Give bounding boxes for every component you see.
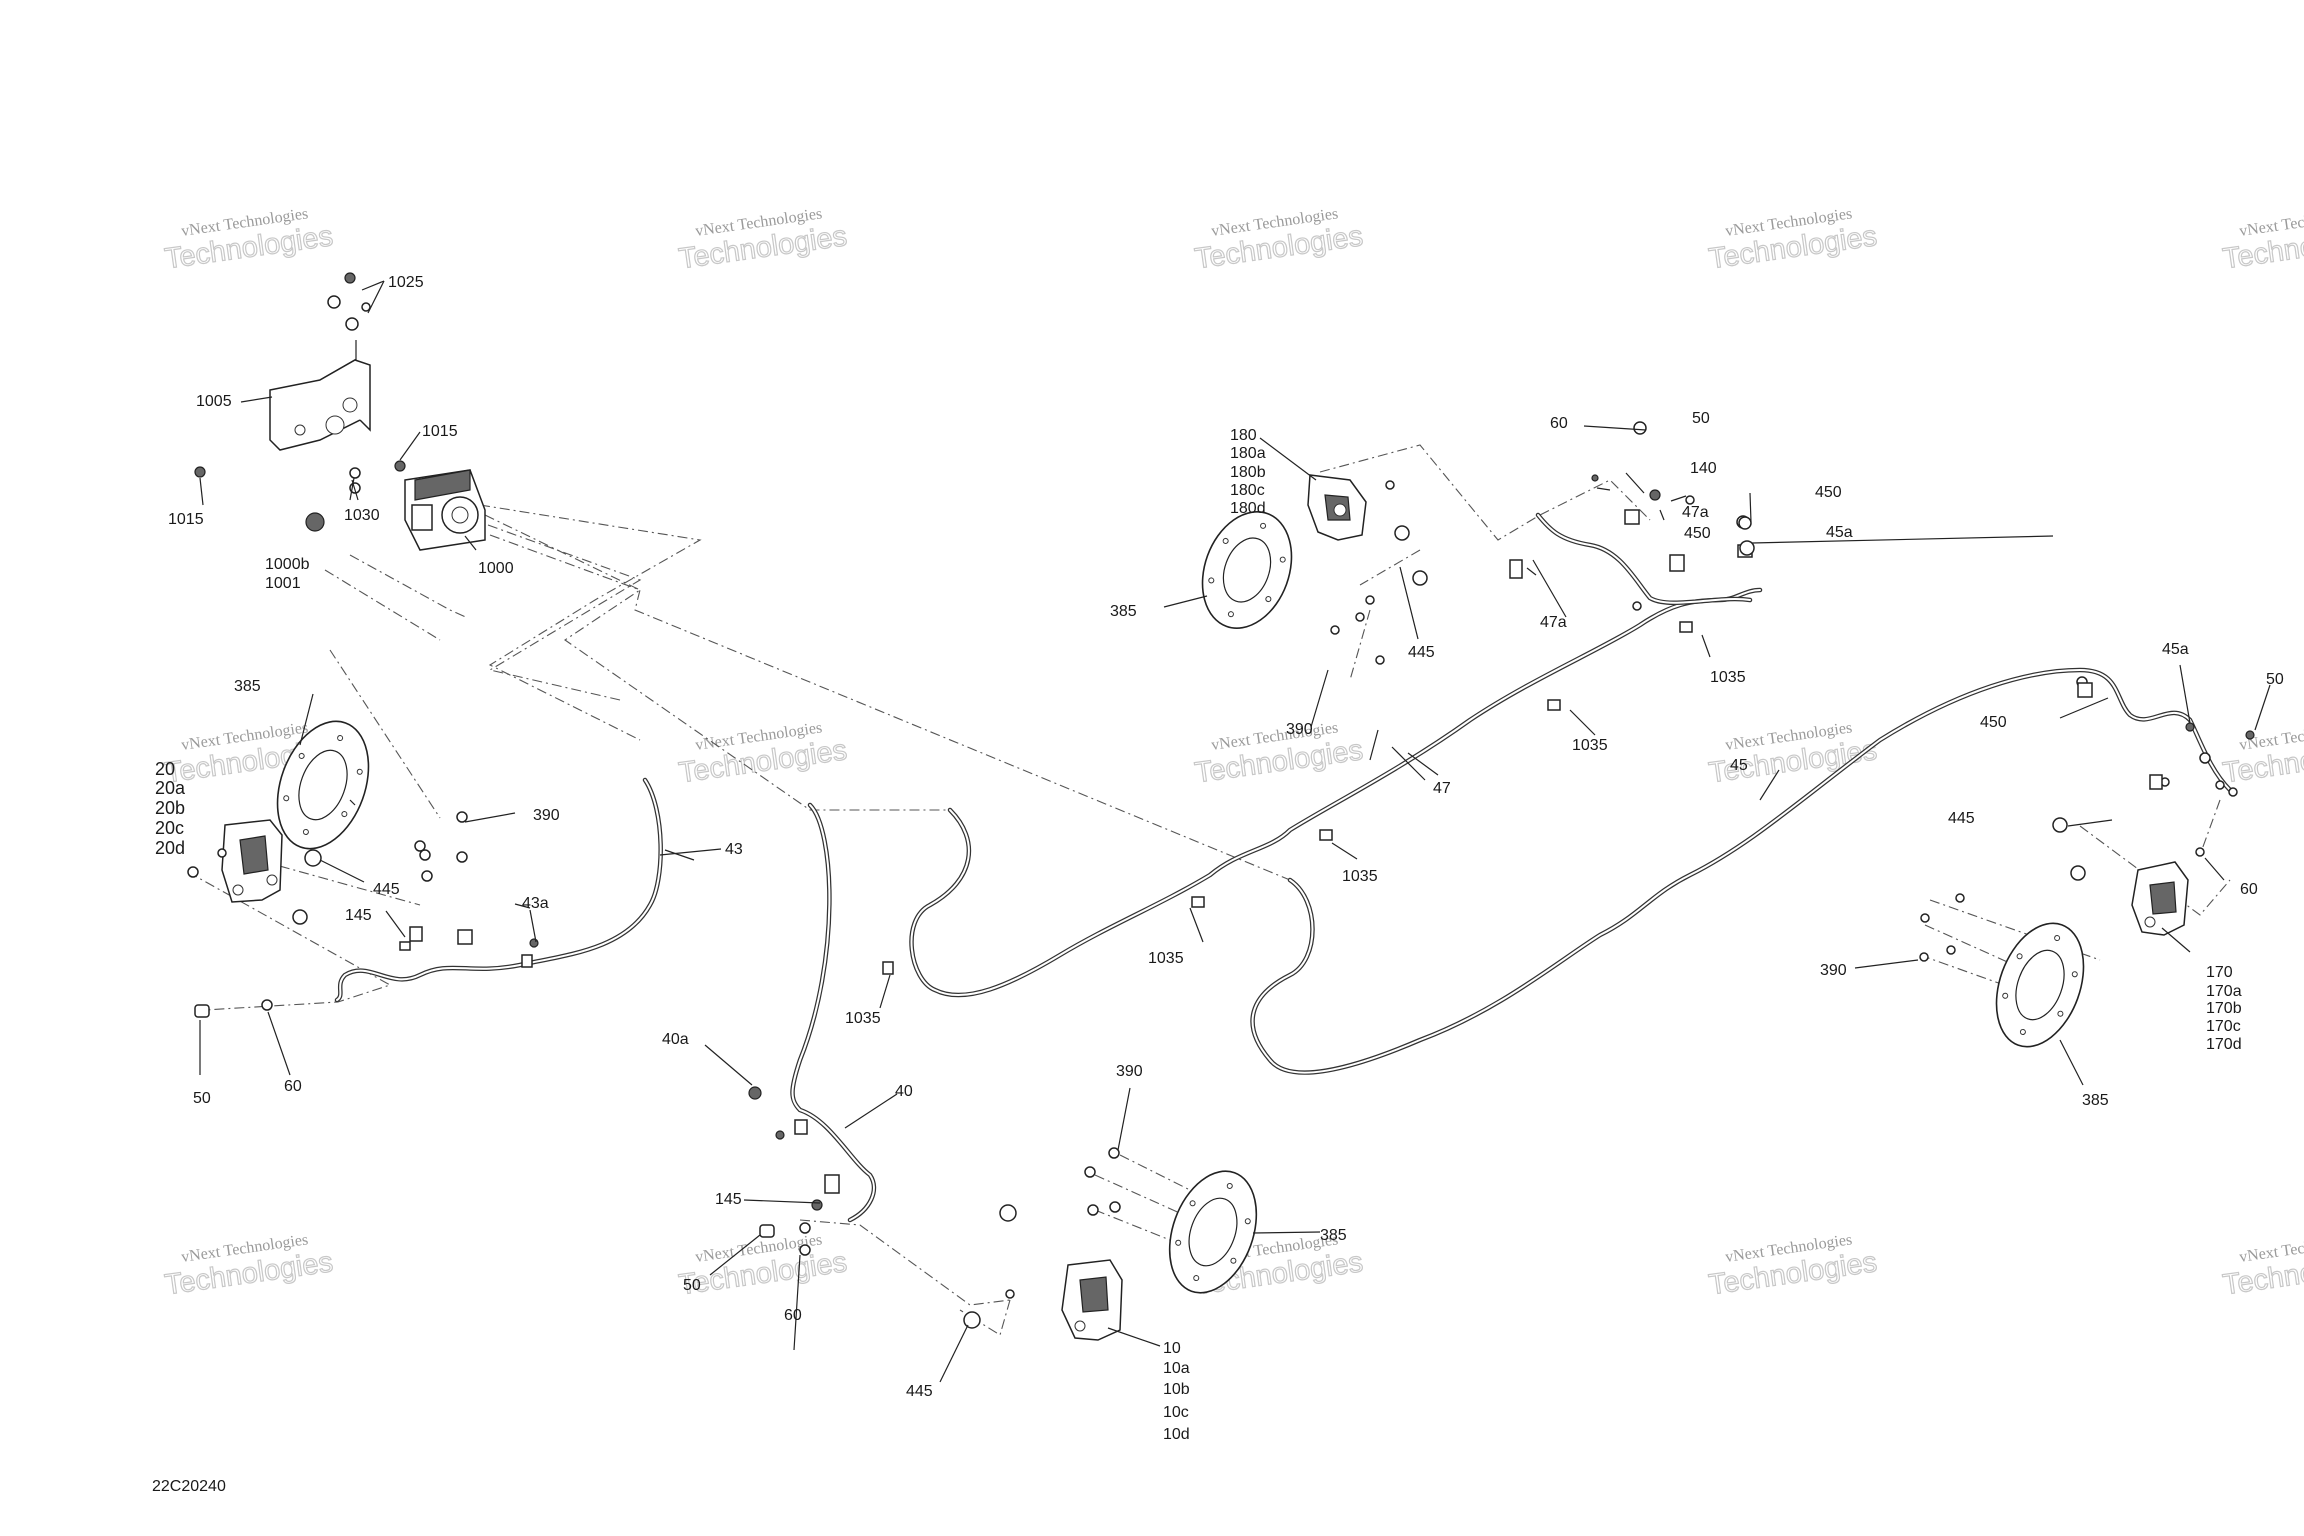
label-43: 43 bbox=[725, 841, 743, 858]
label-1000: 1000 bbox=[478, 560, 514, 577]
brake-rotor-front-left bbox=[276, 720, 370, 850]
brake-rotor-rear-right bbox=[1995, 922, 2085, 1048]
label-20a: 20a bbox=[155, 778, 186, 798]
label-450: 450 bbox=[1815, 484, 1842, 501]
label-20d: 20d bbox=[155, 838, 185, 858]
label-60: 60 bbox=[284, 1078, 302, 1095]
label-145: 145 bbox=[345, 907, 372, 924]
leader-lines bbox=[199, 280, 2271, 1383]
label-1035: 1035 bbox=[1710, 669, 1746, 686]
label-1015: 1015 bbox=[422, 423, 458, 440]
label-390: 390 bbox=[1820, 962, 1847, 979]
label-170: 170 bbox=[2206, 964, 2233, 981]
label-50: 50 bbox=[2266, 671, 2284, 688]
brake-caliper-front-left bbox=[221, 819, 283, 903]
label-445: 445 bbox=[906, 1383, 933, 1400]
hardware bbox=[187, 421, 2255, 1329]
label-10a: 10a bbox=[1163, 1360, 1190, 1377]
brake-rotor-front-right bbox=[1201, 511, 1293, 629]
brake-lines bbox=[334, 512, 2233, 1223]
drawing-code: 22C20240 bbox=[152, 1478, 226, 1495]
label-1025: 1025 bbox=[388, 274, 424, 291]
label-385: 385 bbox=[1110, 603, 1137, 620]
watermark: Technologies vNext Technologies bbox=[2220, 205, 2304, 276]
label-45: 45 bbox=[1730, 757, 1748, 774]
watermark: Technologies vNext Technologies bbox=[676, 205, 849, 276]
label-180a: 180a bbox=[1230, 445, 1266, 462]
brake-caliper-front-right bbox=[1307, 474, 1367, 541]
watermark: Technologies vNext Technologies bbox=[2220, 1231, 2304, 1302]
label-145: 145 bbox=[715, 1191, 742, 1208]
label-50: 50 bbox=[1692, 410, 1710, 427]
label-445: 445 bbox=[1948, 810, 1975, 827]
label-385: 385 bbox=[1320, 1227, 1347, 1244]
watermark: Technologies vNext Technologies bbox=[162, 1231, 335, 1302]
label-10c: 10c bbox=[1163, 1404, 1189, 1421]
label-445: 445 bbox=[373, 881, 400, 898]
watermark: Technologies vNext Technologies bbox=[2220, 719, 2304, 790]
watermark: Technologies vNext Technologies bbox=[1192, 205, 1365, 276]
label-1035: 1035 bbox=[1148, 950, 1184, 967]
label-1000b: 1000b bbox=[265, 556, 310, 573]
label-170a: 170a bbox=[2206, 983, 2242, 1000]
label-40: 40 bbox=[895, 1083, 913, 1100]
label-60: 60 bbox=[2240, 881, 2258, 898]
label-170d: 170d bbox=[2206, 1036, 2242, 1053]
label-170b: 170b bbox=[2206, 1000, 2242, 1017]
label-180c: 180c bbox=[1230, 482, 1265, 499]
watermark: Technologies vNext Technologies bbox=[1192, 719, 1365, 790]
watermark: Technologies vNext Technologies bbox=[1706, 205, 1879, 276]
brake-caliper-rear-left bbox=[1061, 1259, 1123, 1341]
label-20: 20 bbox=[155, 759, 175, 779]
label-60: 60 bbox=[784, 1307, 802, 1324]
abs-module bbox=[404, 469, 486, 551]
label-385: 385 bbox=[2082, 1092, 2109, 1109]
label-1035: 1035 bbox=[1572, 737, 1608, 754]
label-47a: 47a bbox=[1682, 504, 1709, 521]
label-1035: 1035 bbox=[845, 1010, 881, 1027]
watermark: Technologies vNext Technologies bbox=[1706, 719, 1879, 790]
label-450: 450 bbox=[1980, 714, 2007, 731]
label-1015: 1015 bbox=[168, 511, 204, 528]
brake-rotor-rear-left bbox=[1168, 1170, 1258, 1294]
watermark: Technologies vNext Technologies bbox=[1706, 1231, 1879, 1302]
watermark: Technologies vNext Technologies bbox=[676, 719, 849, 790]
label-180b: 180b bbox=[1230, 464, 1266, 481]
label-180: 180 bbox=[1230, 427, 1257, 444]
label-140: 140 bbox=[1690, 460, 1717, 477]
label-45a: 45a bbox=[1826, 524, 1853, 541]
label-45a: 45a bbox=[2162, 641, 2189, 658]
label-20c: 20c bbox=[155, 818, 184, 838]
watermarks: Technologies vNext Technologies Technolo… bbox=[162, 205, 2304, 1302]
label-40a: 40a bbox=[662, 1031, 689, 1048]
label-50: 50 bbox=[193, 1090, 211, 1107]
label-60: 60 bbox=[1550, 415, 1568, 432]
label-47a: 47a bbox=[1540, 614, 1567, 631]
label-47: 47 bbox=[1433, 780, 1451, 797]
label-10: 10 bbox=[1163, 1340, 1181, 1357]
label-1001: 1001 bbox=[265, 575, 301, 592]
label-445: 445 bbox=[1408, 644, 1435, 661]
label-1030: 1030 bbox=[344, 507, 380, 524]
watermark: Technologies vNext Technologies bbox=[162, 205, 335, 276]
label-1005: 1005 bbox=[196, 393, 232, 410]
dashed-connections bbox=[187, 444, 2231, 1336]
label-1035: 1035 bbox=[1342, 868, 1378, 885]
part-labels: 1025 1005 1015 1015 1030 1000 1000b 1001… bbox=[155, 274, 2284, 1443]
brake-caliper-rear-right bbox=[2131, 861, 2189, 936]
label-170c: 170c bbox=[2206, 1018, 2241, 1035]
label-10d: 10d bbox=[1163, 1426, 1190, 1443]
label-43a: 43a bbox=[522, 895, 549, 912]
label-385: 385 bbox=[234, 678, 261, 695]
label-390: 390 bbox=[1116, 1063, 1143, 1080]
abs-bracket bbox=[269, 340, 371, 451]
label-10b: 10b bbox=[1163, 1381, 1190, 1398]
label-50: 50 bbox=[683, 1277, 701, 1294]
label-390: 390 bbox=[533, 807, 560, 824]
label-390: 390 bbox=[1286, 721, 1313, 738]
label-20b: 20b bbox=[155, 798, 185, 818]
label-450: 450 bbox=[1684, 525, 1711, 542]
label-180d: 180d bbox=[1230, 500, 1266, 517]
